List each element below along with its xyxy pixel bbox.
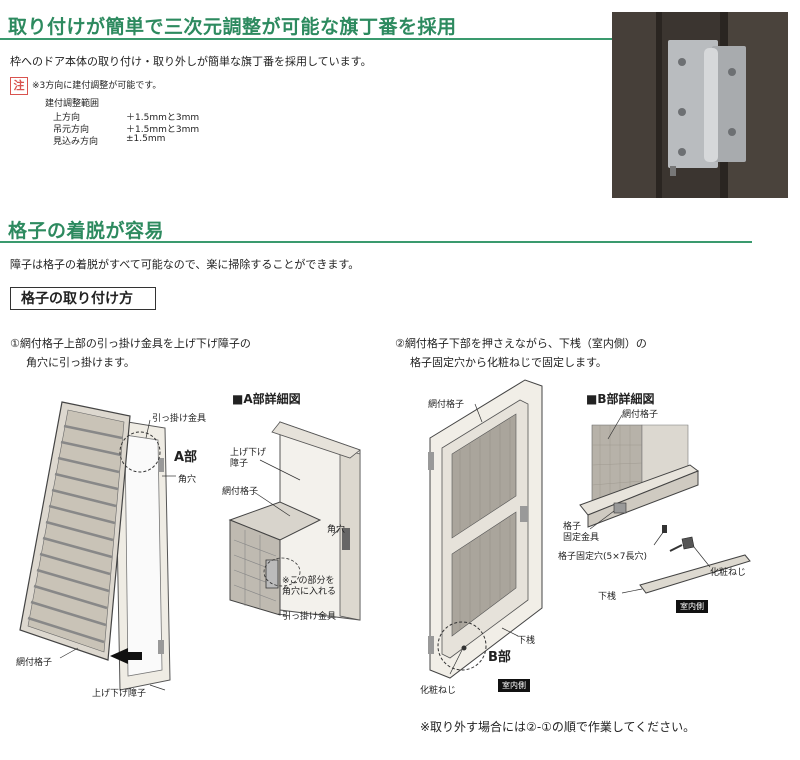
detail-a-lattice-label: 網付格子 (222, 487, 259, 497)
section2-rule (0, 241, 752, 243)
step1-lattice-label: 網付格子 (16, 658, 53, 668)
step1-sash-label: 上げ下げ障子 (92, 689, 147, 699)
step1-square-hole-label: 角穴 (178, 475, 197, 485)
step2-line2: 格子固定穴から化粧ねじで固定します。 (410, 356, 607, 369)
detail-b-bottom-rail-label: 下桟 (598, 592, 617, 602)
detail-a-title: ■A部詳細図 (232, 392, 301, 406)
note-badge: 注 (10, 77, 28, 95)
howto-title: 格子の取り付け方 (10, 287, 156, 310)
detail-b-screw-label: 化粧ねじ (710, 568, 747, 578)
detail-a-illustration (228, 421, 361, 621)
step2-illustration (428, 379, 543, 679)
step2-lattice-label: 網付格子 (428, 400, 465, 410)
detail-a-note-label: ※この部分を 角穴に入れる (282, 576, 337, 597)
adjust-row-label: 見込み方向 (53, 137, 99, 147)
adjust-heading: 建付調整範囲 (45, 99, 100, 109)
step1-illustration (19, 401, 176, 691)
step2-line1: ②網付格子下部を押さえながら、下桟（室内側）の (395, 337, 647, 350)
section2-desc: 障子は格子の着脱がすべて可能なので、楽に掃除することができます。 (10, 258, 360, 271)
detail-b-indoor-tag: 室内側 (676, 600, 708, 613)
detail-b-fix-hole-label: 格子固定穴(5×7長穴) (558, 552, 648, 562)
step2-screw-label: 化粧ねじ (420, 686, 457, 696)
detail-b-fix-bracket-label: 格子 固定金具 (563, 522, 600, 543)
step1-hook-label: 引っ掛け金具 (152, 414, 207, 424)
adjust-row-value: ＋1.5mmと3mm (126, 125, 200, 135)
detail-b-lattice-label: 網付格子 (622, 410, 659, 420)
section1-desc: 枠へのドア本体の取り付け・取り外しが簡単な旗丁番を採用しています。 (10, 55, 372, 68)
adjust-row-value: ＋1.5mmと3mm (126, 113, 200, 123)
step2-indoor-tag: 室内側 (498, 679, 530, 692)
step2-bottom-rail-label: 下桟 (517, 636, 536, 646)
detail-b-title: ■B部詳細図 (586, 392, 655, 406)
step2-part-b-label: B部 (488, 650, 511, 665)
adjust-row-label: 上方向 (53, 113, 81, 123)
footer-note: ※取り外す場合には②-①の順で作業してください。 (420, 720, 696, 734)
section2-title: 格子の着脱が容易 (8, 220, 165, 242)
note-text: ※3方向に建付調整が可能です。 (32, 81, 162, 91)
adjust-row-label: 吊元方向 (53, 125, 90, 135)
hinge-photo (612, 12, 788, 198)
section1-rule (0, 38, 612, 40)
section1-title: 取り付けが簡単で三次元調整が可能な旗丁番を採用 (8, 16, 457, 38)
step1-line1: ①網付格子上部の引っ掛け金具を上げ下げ障子の (10, 337, 251, 350)
detail-a-hook-label: 引っ掛け金具 (282, 612, 337, 622)
step1-line2: 角穴に引っ掛けます。 (26, 356, 135, 369)
adjust-row-value: ±1.5mm (126, 134, 166, 144)
step1-part-a-label: A部 (174, 450, 198, 465)
detail-a-square-hole-label: 角穴 (327, 525, 346, 535)
detail-a-sash-label: 上げ下げ 障子 (230, 448, 267, 469)
detail-b-illustration (579, 414, 751, 594)
